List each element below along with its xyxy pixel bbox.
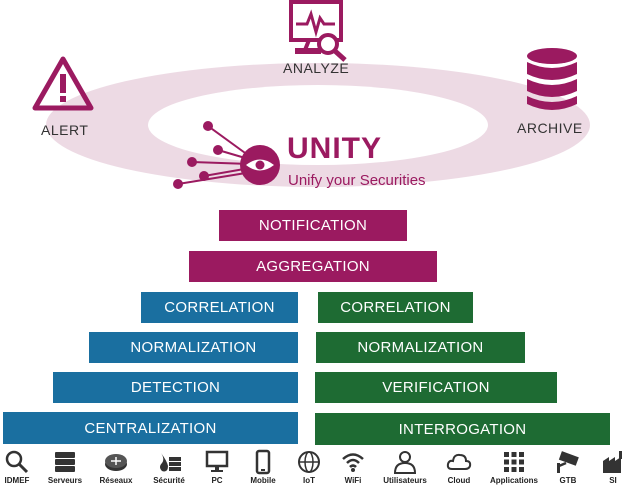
analyze-icon — [289, 0, 347, 62]
source-utilisateurs: Utilisateurs — [380, 447, 430, 491]
monitor-icon — [205, 450, 229, 472]
source-serveurs: Serveurs — [40, 447, 90, 491]
source-iot: IoT — [284, 447, 334, 491]
right-layer-correlation-label: CORRELATION — [340, 299, 451, 316]
source-securite: Sécurité — [144, 447, 194, 491]
source-idmef: IDMEF — [0, 447, 42, 491]
server-icon — [55, 452, 75, 472]
cloud-icon — [446, 453, 472, 470]
alert-label: ALERT — [41, 122, 89, 138]
right-layer-interrogation-label: INTERROGATION — [398, 420, 527, 438]
source-icon-bar: IDMEF Serveurs Réseaux Sécurité PC Mobil… — [0, 447, 622, 491]
layer-notification-label: NOTIFICATION — [258, 217, 368, 234]
source-label: Serveurs — [47, 476, 83, 485]
source-cloud: Cloud — [434, 447, 484, 491]
archive-icon — [527, 48, 577, 110]
source-label: Utilisateurs — [383, 476, 427, 485]
source-label: WiFi — [344, 476, 362, 485]
router-icon — [105, 454, 127, 471]
source-label: Réseaux — [99, 476, 133, 485]
left-layer-centralization: CENTRALIZATION — [3, 412, 298, 444]
analyze-label: ANALYZE — [283, 60, 350, 76]
left-layer-centralization-label: CENTRALIZATION — [84, 419, 217, 437]
source-mobile: Mobile — [238, 447, 288, 491]
left-layer-detection-label: DETECTION — [130, 379, 221, 396]
user-icon — [393, 451, 417, 474]
mobile-icon — [255, 449, 271, 475]
firewall-icon — [160, 453, 181, 472]
left-layer-normalization: NORMALIZATION — [89, 332, 298, 363]
magnifier-icon — [5, 450, 29, 474]
wifi-icon — [342, 453, 364, 472]
apps-grid-icon — [504, 452, 524, 472]
source-applications: Applications — [489, 447, 539, 491]
right-layer-verification-label: VERIFICATION — [382, 379, 490, 396]
source-label: PC — [211, 476, 223, 485]
alert-icon — [32, 56, 94, 111]
source-gtb: GTB — [543, 447, 593, 491]
left-layer-correlation-label: CORRELATION — [164, 299, 275, 316]
left-layer-correlation: CORRELATION — [141, 292, 298, 323]
source-label: Cloud — [447, 476, 471, 485]
camera-icon — [557, 451, 579, 473]
source-si: SI — [588, 447, 622, 491]
brand-subtitle: Unify your Securities — [288, 172, 426, 189]
right-layer-normalization-label: NORMALIZATION — [357, 339, 484, 356]
source-label: Mobile — [250, 476, 276, 485]
right-layer-interrogation: INTERROGATION — [315, 413, 610, 445]
left-layer-normalization-label: NORMALIZATION — [130, 339, 257, 356]
source-label: Applications — [489, 476, 538, 485]
source-label: IDMEF — [4, 476, 30, 485]
source-reseaux: Réseaux — [91, 447, 141, 491]
brand-title: UNITY — [287, 132, 382, 165]
right-layer-normalization: NORMALIZATION — [316, 332, 525, 363]
globe-icon — [298, 451, 320, 473]
source-label: SI — [609, 476, 617, 485]
source-wifi: WiFi — [328, 447, 378, 491]
source-label: GTB — [559, 476, 577, 485]
layer-notification: NOTIFICATION — [219, 210, 407, 241]
unity-logo-icon — [173, 121, 280, 189]
archive-label: ARCHIVE — [517, 120, 583, 136]
factory-icon — [603, 451, 622, 473]
right-layer-verification: VERIFICATION — [315, 372, 557, 403]
layer-aggregation-label: AGGREGATION — [256, 258, 370, 275]
source-label: Sécurité — [153, 476, 185, 485]
layer-aggregation: AGGREGATION — [189, 251, 437, 282]
left-layer-detection: DETECTION — [53, 372, 298, 403]
source-pc: PC — [192, 447, 242, 491]
source-label: IoT — [303, 476, 315, 485]
right-layer-correlation: CORRELATION — [318, 292, 473, 323]
